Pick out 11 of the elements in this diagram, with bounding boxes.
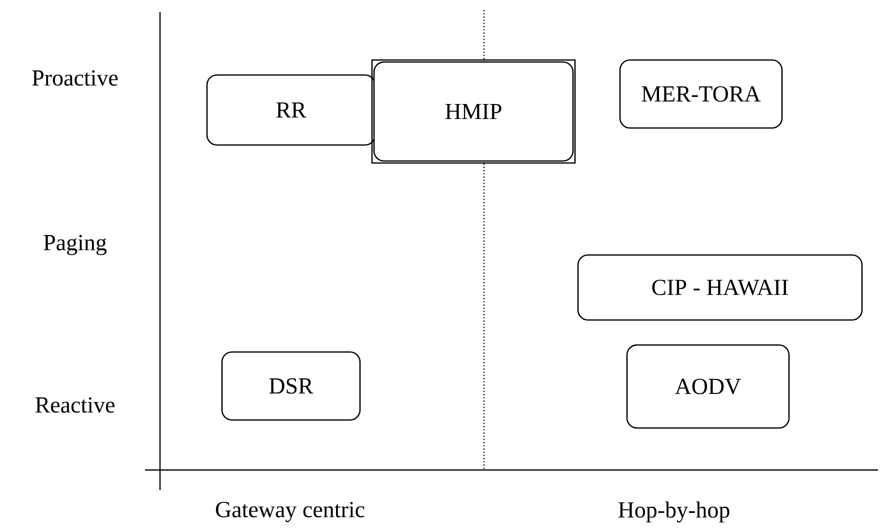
row-label: Reactive (35, 397, 114, 413)
label-box: AODV (626, 344, 790, 429)
label-box: MER-TORA (619, 59, 783, 129)
column-label: Gateway centric (216, 502, 364, 522)
label-box: DSR (221, 351, 361, 421)
column-label: Hop-by-hop (618, 502, 730, 522)
label-box: RR (206, 74, 376, 146)
row-label: Paging (44, 234, 107, 256)
row-label: Proactive (32, 70, 118, 86)
label-box: CIP - HAWAII (577, 254, 863, 321)
label-box: HMIP (371, 59, 576, 164)
